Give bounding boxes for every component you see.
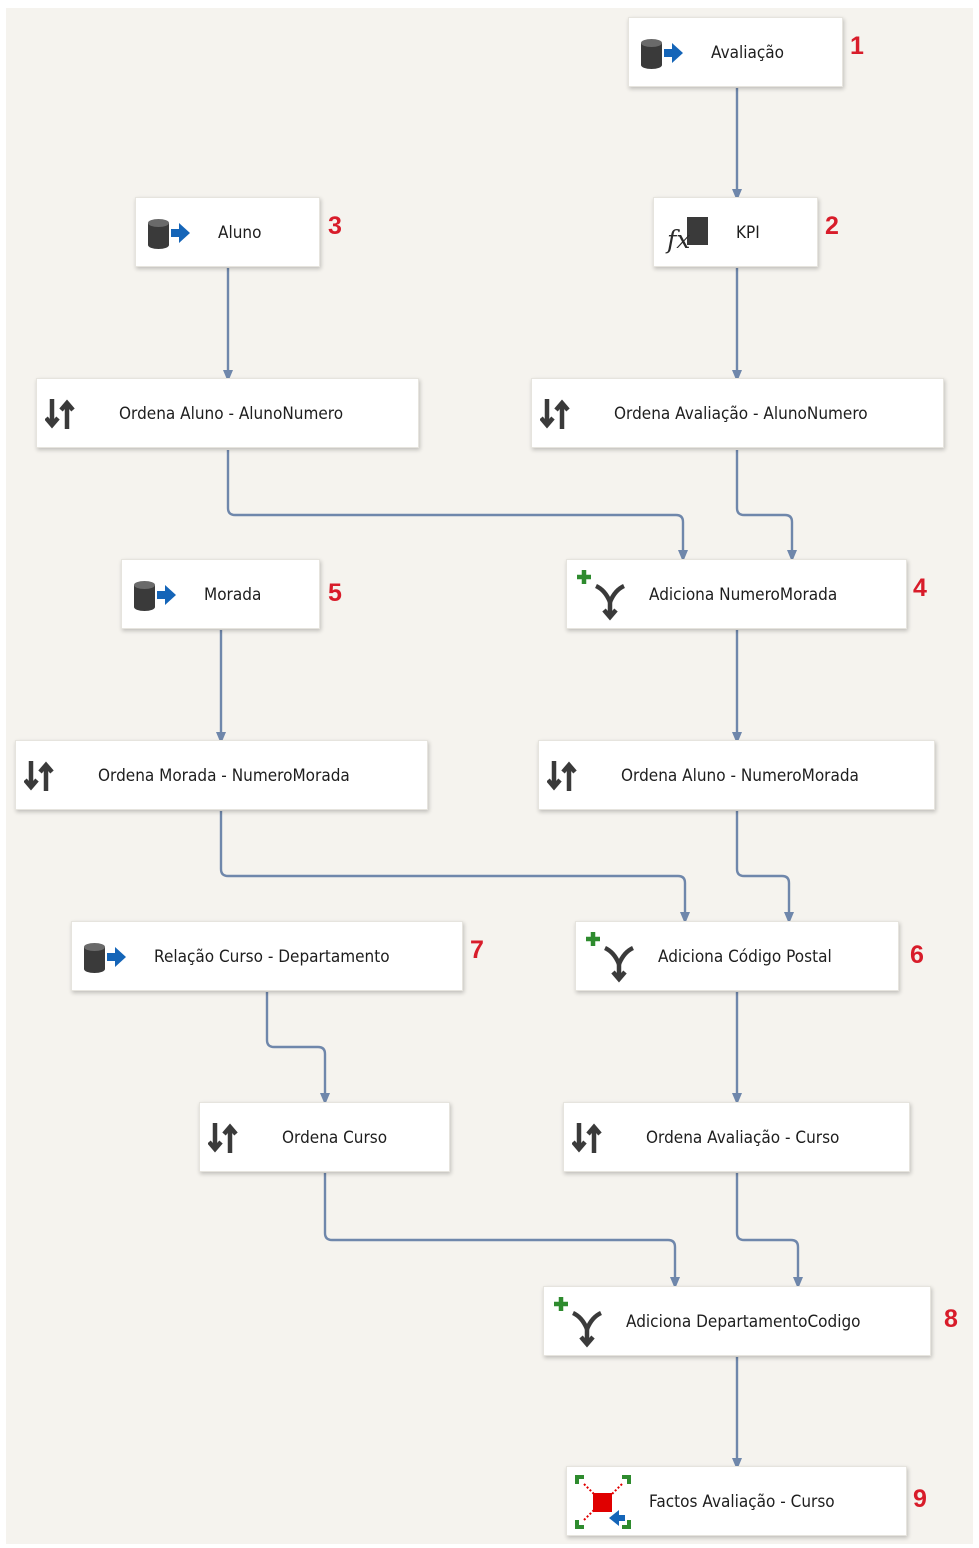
component-label: Ordena Curso: [282, 1128, 388, 1148]
svg-text:fx: fx: [665, 225, 690, 254]
sort-ordena-morada-numeromorada[interactable]: Ordena Morada - NumeroMorada: [15, 740, 428, 810]
path-ordena-curso-to-adiciona-departamentocodigo[interactable]: [323, 1173, 675, 1283]
step-number: 7: [470, 936, 484, 964]
step-number: 4: [913, 574, 927, 602]
step-number: 8: [944, 1305, 958, 1333]
merge-join-icon: [577, 570, 626, 621]
source-relacao-curso-departamento[interactable]: Relação Curso - Departamento: [71, 921, 463, 991]
source-icon: [148, 219, 190, 249]
merge-join-icon: [554, 1297, 603, 1348]
sort-ordena-avaliacao-curso[interactable]: Ordena Avaliação - Curso: [563, 1102, 910, 1172]
component-label: Ordena Morada - NumeroMorada: [98, 766, 350, 786]
source-aluno[interactable]: Aluno: [135, 197, 320, 267]
path-ordena-aluno-numeromorada-to-adiciona-codigo-postal[interactable]: [735, 811, 789, 918]
sort-ordena-avaliacao-alunonumero[interactable]: Ordena Avaliação - AlunoNumero: [531, 378, 944, 448]
sort-ordena-aluno-numeromorada[interactable]: Ordena Aluno - NumeroMorada: [538, 740, 935, 810]
sort-icon: [45, 399, 75, 429]
source-icon: [84, 943, 126, 973]
merge-join-adiciona-numeromorada[interactable]: Adiciona NumeroMorada: [566, 559, 907, 629]
path-relacao-curso-departamento-to-ordena-curso[interactable]: [265, 992, 325, 1099]
merge-join-icon: [586, 932, 635, 983]
merge-join-adiciona-codigo-postal[interactable]: Adiciona Código Postal: [575, 921, 899, 991]
component-label: Adiciona DepartamentoCodigo: [626, 1312, 861, 1332]
component-label: Relação Curso - Departamento: [154, 947, 390, 967]
source-avaliacao[interactable]: Avaliação: [628, 17, 843, 87]
component-label: Ordena Avaliação - AlunoNumero: [614, 404, 868, 424]
merge-join-adiciona-departamentocodigo[interactable]: Adiciona DepartamentoCodigo: [543, 1286, 931, 1356]
path-ordena-avaliacao-curso-to-adiciona-departamentocodigo[interactable]: [735, 1173, 798, 1283]
sort-ordena-aluno-alunonumero[interactable]: Ordena Aluno - AlunoNumero: [36, 378, 419, 448]
step-number: 9: [913, 1485, 927, 1513]
component-label: Ordena Aluno - NumeroMorada: [621, 766, 859, 786]
component-label: Avaliação: [711, 43, 785, 63]
component-label: KPI: [736, 223, 760, 243]
component-label: Adiciona NumeroMorada: [649, 585, 838, 605]
step-number: 2: [825, 212, 839, 240]
path-ordena-avaliacao-alunonumero-to-adiciona-numeromorada[interactable]: [735, 450, 792, 556]
sort-icon: [208, 1123, 238, 1153]
source-icon: [134, 581, 176, 611]
step-number: 6: [910, 941, 924, 969]
component-label: Morada: [204, 585, 262, 605]
step-number: 5: [328, 579, 342, 607]
component-label: Adiciona Código Postal: [658, 947, 832, 967]
path-ordena-aluno-alunonumero-to-adiciona-numeromorada[interactable]: [226, 450, 683, 556]
derived-column-kpi[interactable]: fx KPI: [653, 197, 818, 267]
sort-icon: [24, 761, 54, 791]
step-number: 1: [850, 32, 864, 60]
sort-icon: [572, 1123, 602, 1153]
component-label: Ordena Aluno - AlunoNumero: [119, 404, 344, 424]
path-ordena-morada-numeromorada-to-adiciona-codigo-postal[interactable]: [219, 811, 685, 918]
step-number: 3: [328, 212, 342, 240]
source-morada[interactable]: Morada: [121, 559, 320, 629]
sort-ordena-curso[interactable]: Ordena Curso: [199, 1102, 450, 1172]
component-label: Aluno: [218, 223, 262, 243]
destination-factos-avaliacao-curso[interactable]: Factos Avaliação - Curso: [566, 1466, 907, 1536]
component-label: Factos Avaliação - Curso: [649, 1492, 835, 1512]
derived-column-icon: fx: [665, 217, 708, 254]
source-icon: [641, 39, 683, 69]
component-label: Ordena Avaliação - Curso: [646, 1128, 840, 1148]
sort-icon: [547, 761, 577, 791]
destination-icon: [575, 1475, 631, 1529]
sort-icon: [540, 399, 570, 429]
